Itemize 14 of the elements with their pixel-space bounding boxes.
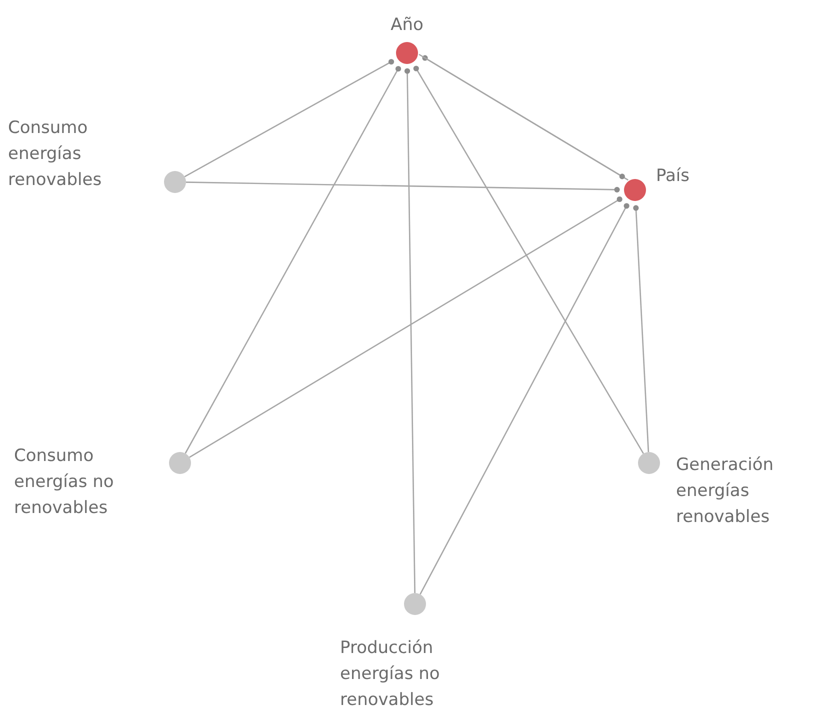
connector-line	[184, 58, 394, 178]
connector-line	[413, 66, 644, 454]
node-label: País	[656, 165, 690, 188]
node-label: Año	[390, 14, 424, 37]
connector-line	[184, 66, 402, 454]
node-label: Producción energías no renovables	[340, 637, 441, 712]
connector-line	[186, 182, 620, 192]
connector-line	[420, 203, 630, 595]
node-label: Consumo energías no renovables	[14, 445, 115, 520]
node-label: Consumo energías renovables	[8, 117, 103, 192]
connector-line	[404, 68, 416, 593]
node-label: Generación energías renovables	[676, 454, 775, 529]
connector-line	[633, 205, 650, 452]
connector-line	[189, 196, 622, 458]
